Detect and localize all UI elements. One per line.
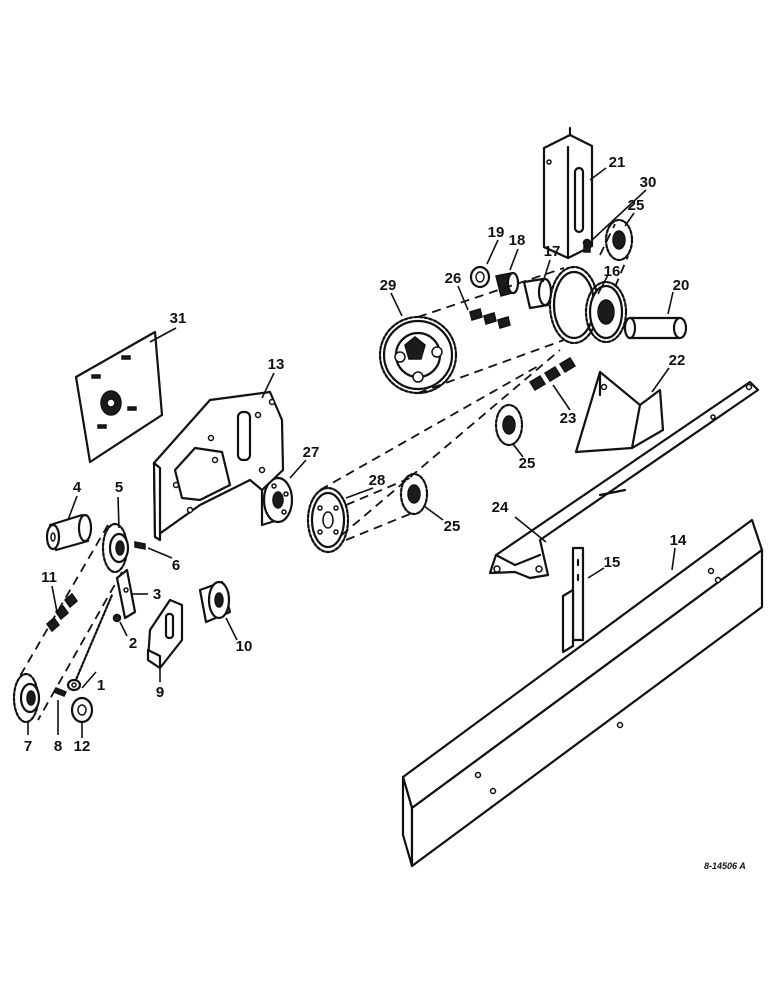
part-2-bolt (112, 613, 122, 623)
part-31-plate (74, 330, 164, 464)
part-17-hub (522, 277, 553, 310)
part-26-chain (469, 308, 511, 329)
callout-14: 14 (670, 532, 687, 549)
callout-30: 30 (640, 174, 657, 191)
callout-26: 26 (445, 270, 462, 287)
callout-10: 10 (236, 638, 253, 655)
callout-31: 31 (170, 310, 187, 327)
callout-16: 16 (604, 263, 621, 280)
callout-17: 17 (544, 243, 561, 260)
part-9-bracket (146, 598, 184, 670)
callout-5: 5 (115, 479, 123, 496)
lower-chain (19, 524, 123, 721)
callout-25b: 25 (519, 455, 536, 472)
part-4-spacer (45, 513, 93, 552)
callout-21: 21 (609, 154, 626, 171)
part-10-bushing (198, 580, 232, 624)
part-14-board (401, 518, 764, 868)
part-22-bracket (574, 370, 665, 454)
part-21-channel (542, 126, 594, 260)
callout-2: 2 (129, 635, 137, 652)
callout-9: 9 (156, 684, 164, 701)
part-1-tensioner-rod (66, 593, 114, 692)
callout-18: 18 (509, 232, 526, 249)
part-25c-sprocket (399, 472, 429, 516)
callout-24: 24 (492, 499, 509, 516)
part-25b-sprocket (494, 403, 524, 447)
part-3-bracket (115, 568, 137, 620)
callout-1: 1 (97, 677, 105, 694)
callout-13: 13 (268, 356, 285, 373)
callout-25c: 25 (444, 518, 461, 535)
part-8-key (52, 687, 68, 697)
part-29-sprocket (378, 315, 458, 395)
part-11-chain (45, 592, 79, 633)
part-5-sprocket (101, 522, 130, 574)
callout-8: 8 (54, 738, 62, 755)
callouts: 1 2 3 4 5 6 7 8 9 10 11 12 13 14 15 16 1… (24, 154, 690, 755)
part-12-washer (70, 696, 94, 724)
callout-3: 3 (153, 586, 161, 603)
part-15-bracket (561, 546, 585, 654)
part-27-hub (260, 476, 294, 527)
callout-15: 15 (604, 554, 621, 571)
callout-4: 4 (73, 479, 82, 496)
drive-chain (319, 223, 629, 546)
part-7-sprocket (12, 672, 41, 724)
callout-29: 29 (380, 277, 397, 294)
part-20-shaft (623, 316, 688, 340)
part-25a-sprocket (604, 218, 634, 262)
part-24-rail (488, 380, 760, 580)
callout-25a: 25 (628, 197, 645, 214)
part-30-fitting (582, 238, 592, 253)
callout-11: 11 (41, 569, 57, 586)
callout-27: 27 (303, 444, 320, 461)
leader-lines (27, 167, 676, 738)
callout-12: 12 (74, 738, 91, 755)
callout-20: 20 (673, 277, 690, 294)
callout-23: 23 (560, 410, 577, 427)
callout-19: 19 (488, 224, 505, 241)
callout-28: 28 (369, 472, 386, 489)
drawing-number: 8-14506 A (704, 861, 746, 871)
callout-22: 22 (669, 352, 686, 369)
part-23-chain (528, 356, 577, 392)
part-13-plate (152, 390, 285, 542)
part-16-sprocket (548, 265, 628, 345)
callout-7: 7 (24, 738, 32, 755)
callout-6: 6 (172, 557, 180, 574)
part-28-sprocket (306, 486, 350, 554)
part-18-bearing (495, 271, 520, 297)
part-19-washer (469, 265, 491, 289)
part-6-key (134, 541, 146, 550)
